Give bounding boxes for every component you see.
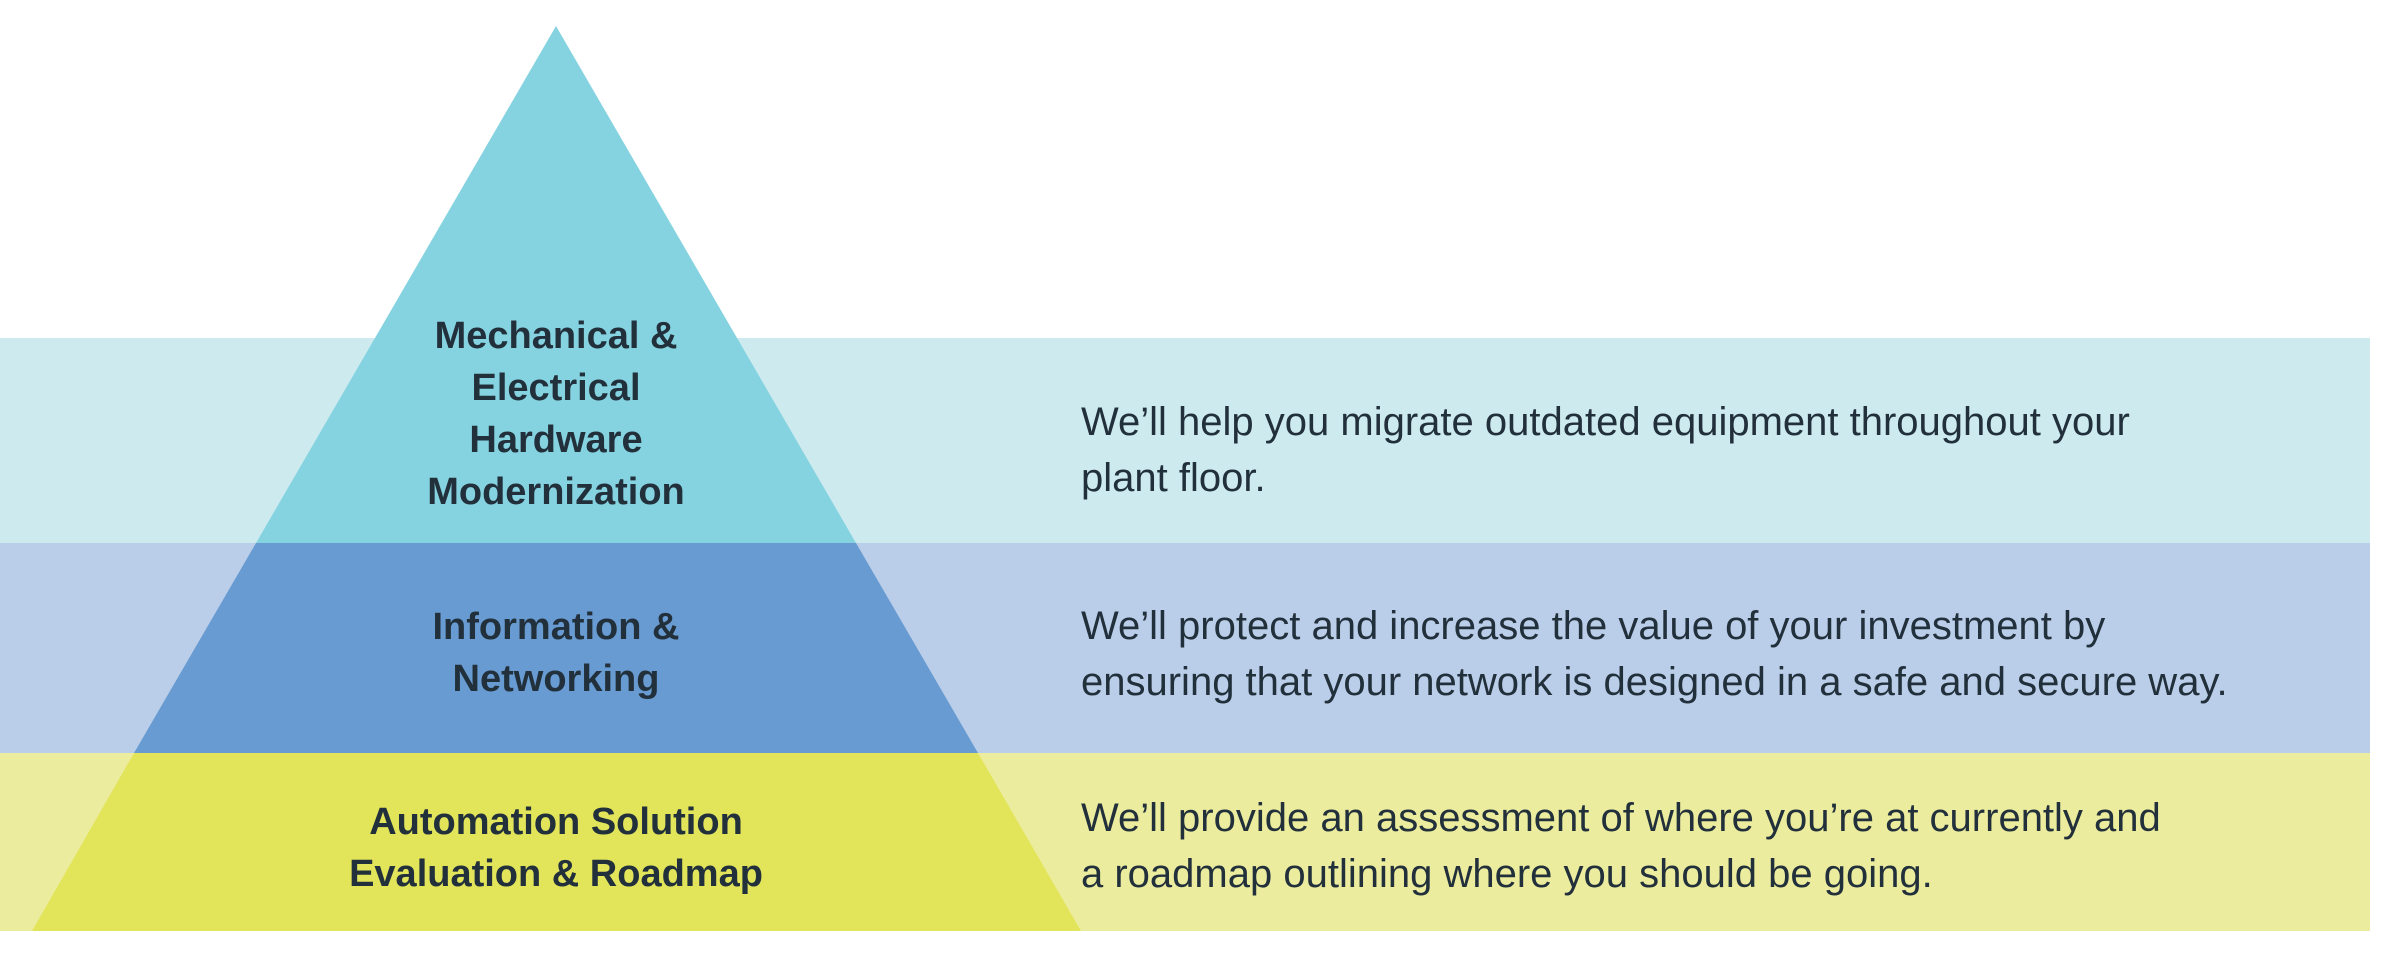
description-line: We’ll help you migrate outdated equipmen… (1081, 400, 2130, 444)
tier-label-automation-solution: Automation Solution Evaluation & Roadmap (256, 796, 856, 900)
tier-label-line: Networking (452, 658, 660, 700)
tier-label-line: Automation Solution (369, 801, 743, 843)
tier-label-line: Evaluation & Roadmap (349, 853, 763, 895)
description-line: plant floor. (1081, 456, 1266, 500)
tier-label-line: Information & (432, 606, 680, 648)
tier-label-line: Mechanical & (434, 315, 678, 357)
tier-label-line: Hardware (469, 419, 643, 461)
description-line: ensuring that your network is designed i… (1081, 660, 2228, 704)
description-line: We’ll provide an assessment of where you… (1081, 796, 2161, 840)
tier-label-line: Modernization (427, 471, 685, 513)
description-line: a roadmap outlining where you should be … (1081, 852, 1933, 896)
tier-label-mechanical-electrical: Mechanical & Electrical Hardware Moderni… (256, 310, 856, 518)
description-line: We’ll protect and increase the value of … (1081, 604, 2106, 648)
tier-description-information-networking: We’ll protect and increase the value of … (1081, 598, 2381, 710)
tier-label-line: Electrical (471, 367, 641, 409)
pyramid-tier-middle (134, 543, 978, 753)
pyramid-tier-top (256, 26, 856, 543)
pyramid-shape (32, 26, 1081, 931)
tier-description-mechanical-electrical: We’ll help you migrate outdated equipmen… (1081, 394, 2381, 506)
tier-label-information-networking: Information & Networking (256, 601, 856, 705)
pyramid-tier-bottom (32, 753, 1081, 931)
tier-description-automation-solution: We’ll provide an assessment of where you… (1081, 790, 2381, 902)
